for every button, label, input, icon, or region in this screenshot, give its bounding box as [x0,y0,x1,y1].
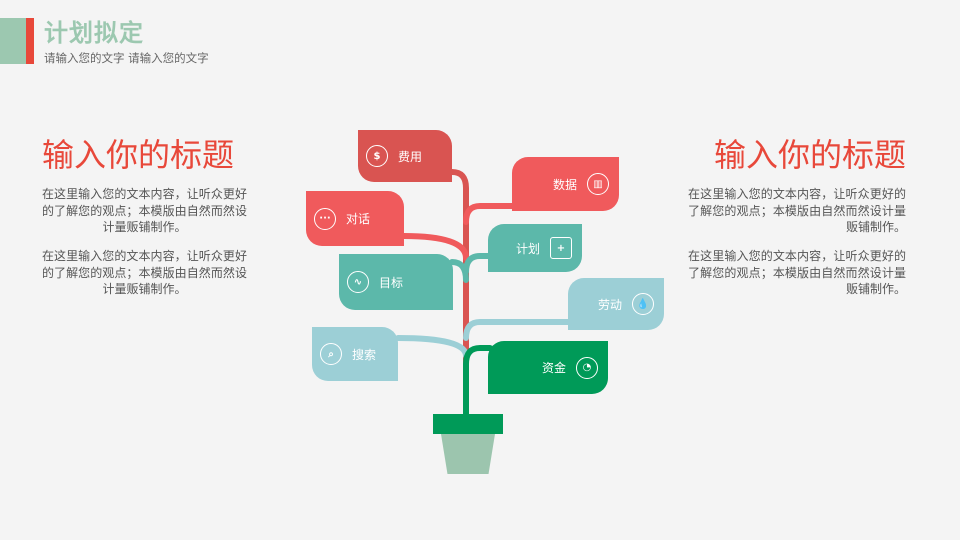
stem-data [463,203,515,225]
leaf-labor: 劳动 💧 [568,278,664,330]
leaf-label: 目标 [379,275,404,290]
header-accent-bar-red [26,18,34,64]
leaf-fee: $ 费用 [358,130,452,182]
header-accent-bar [0,18,26,64]
stem-labor [463,319,571,341]
target-icon: + [550,237,572,259]
left-title: 输入你的标题 [42,136,235,174]
trend-icon: ∿ [347,271,369,293]
leaf-label: 对话 [346,212,371,226]
stem-goal [449,259,469,283]
search-icon: ⌕ [320,343,342,365]
leaf-funds: 资金 ◔ [488,341,608,394]
page-subtitle: 请输入您的文字 请输入您的文字 [44,51,209,65]
left-paragraph-2: 在这里输入您的文本内容，让听众更好的了解您的观点；本模版由自然而然设计量贩铺制作… [42,249,247,296]
right-title: 输入你的标题 [713,136,906,174]
leaf-label: 费用 [398,149,423,164]
stem-search [395,335,469,359]
leaf-chat: ··· 对话 [306,191,404,246]
leaf-label: 资金 [541,361,566,375]
leaf-data: 数据 ▥ [512,157,619,211]
leaf-search: ⌕ 搜索 [312,327,398,381]
leaf-label: 数据 [552,177,577,192]
leaf-label: 劳动 [597,297,622,312]
chat-icon: ··· [314,207,336,230]
pot-body [441,434,495,474]
stem-fee [449,169,469,413]
leaf-label: 计划 [515,241,540,256]
stem-plan [463,253,491,275]
dollar-icon: $ [366,145,388,167]
stem-trunk [463,345,493,417]
page-title: 计划拟定 [44,19,144,47]
leaf-goal: ∿ 目标 [339,254,453,310]
left-paragraph-1: 在这里输入您的文本内容，让听众更好的了解您的观点；本模版由自然而然设计量贩铺制作… [42,187,247,234]
right-paragraph-1: 在这里输入您的文本内容，让听众更好的了解您的观点；本模版由自然而然设计量贩铺制作… [688,187,906,234]
leaf-plan: 计划 + [488,224,582,272]
pot-rim [433,414,503,434]
bar-chart-icon: ▥ [587,173,609,195]
piggy-bank-icon: ◔ [576,356,598,379]
leaf-label: 搜索 [352,347,377,362]
right-paragraph-2: 在这里输入您的文本内容，让听众更好的了解您的观点；本模版由自然而然设计量贩铺制作… [688,249,906,296]
drop-icon: 💧 [632,293,654,315]
stem-chat [401,233,469,261]
